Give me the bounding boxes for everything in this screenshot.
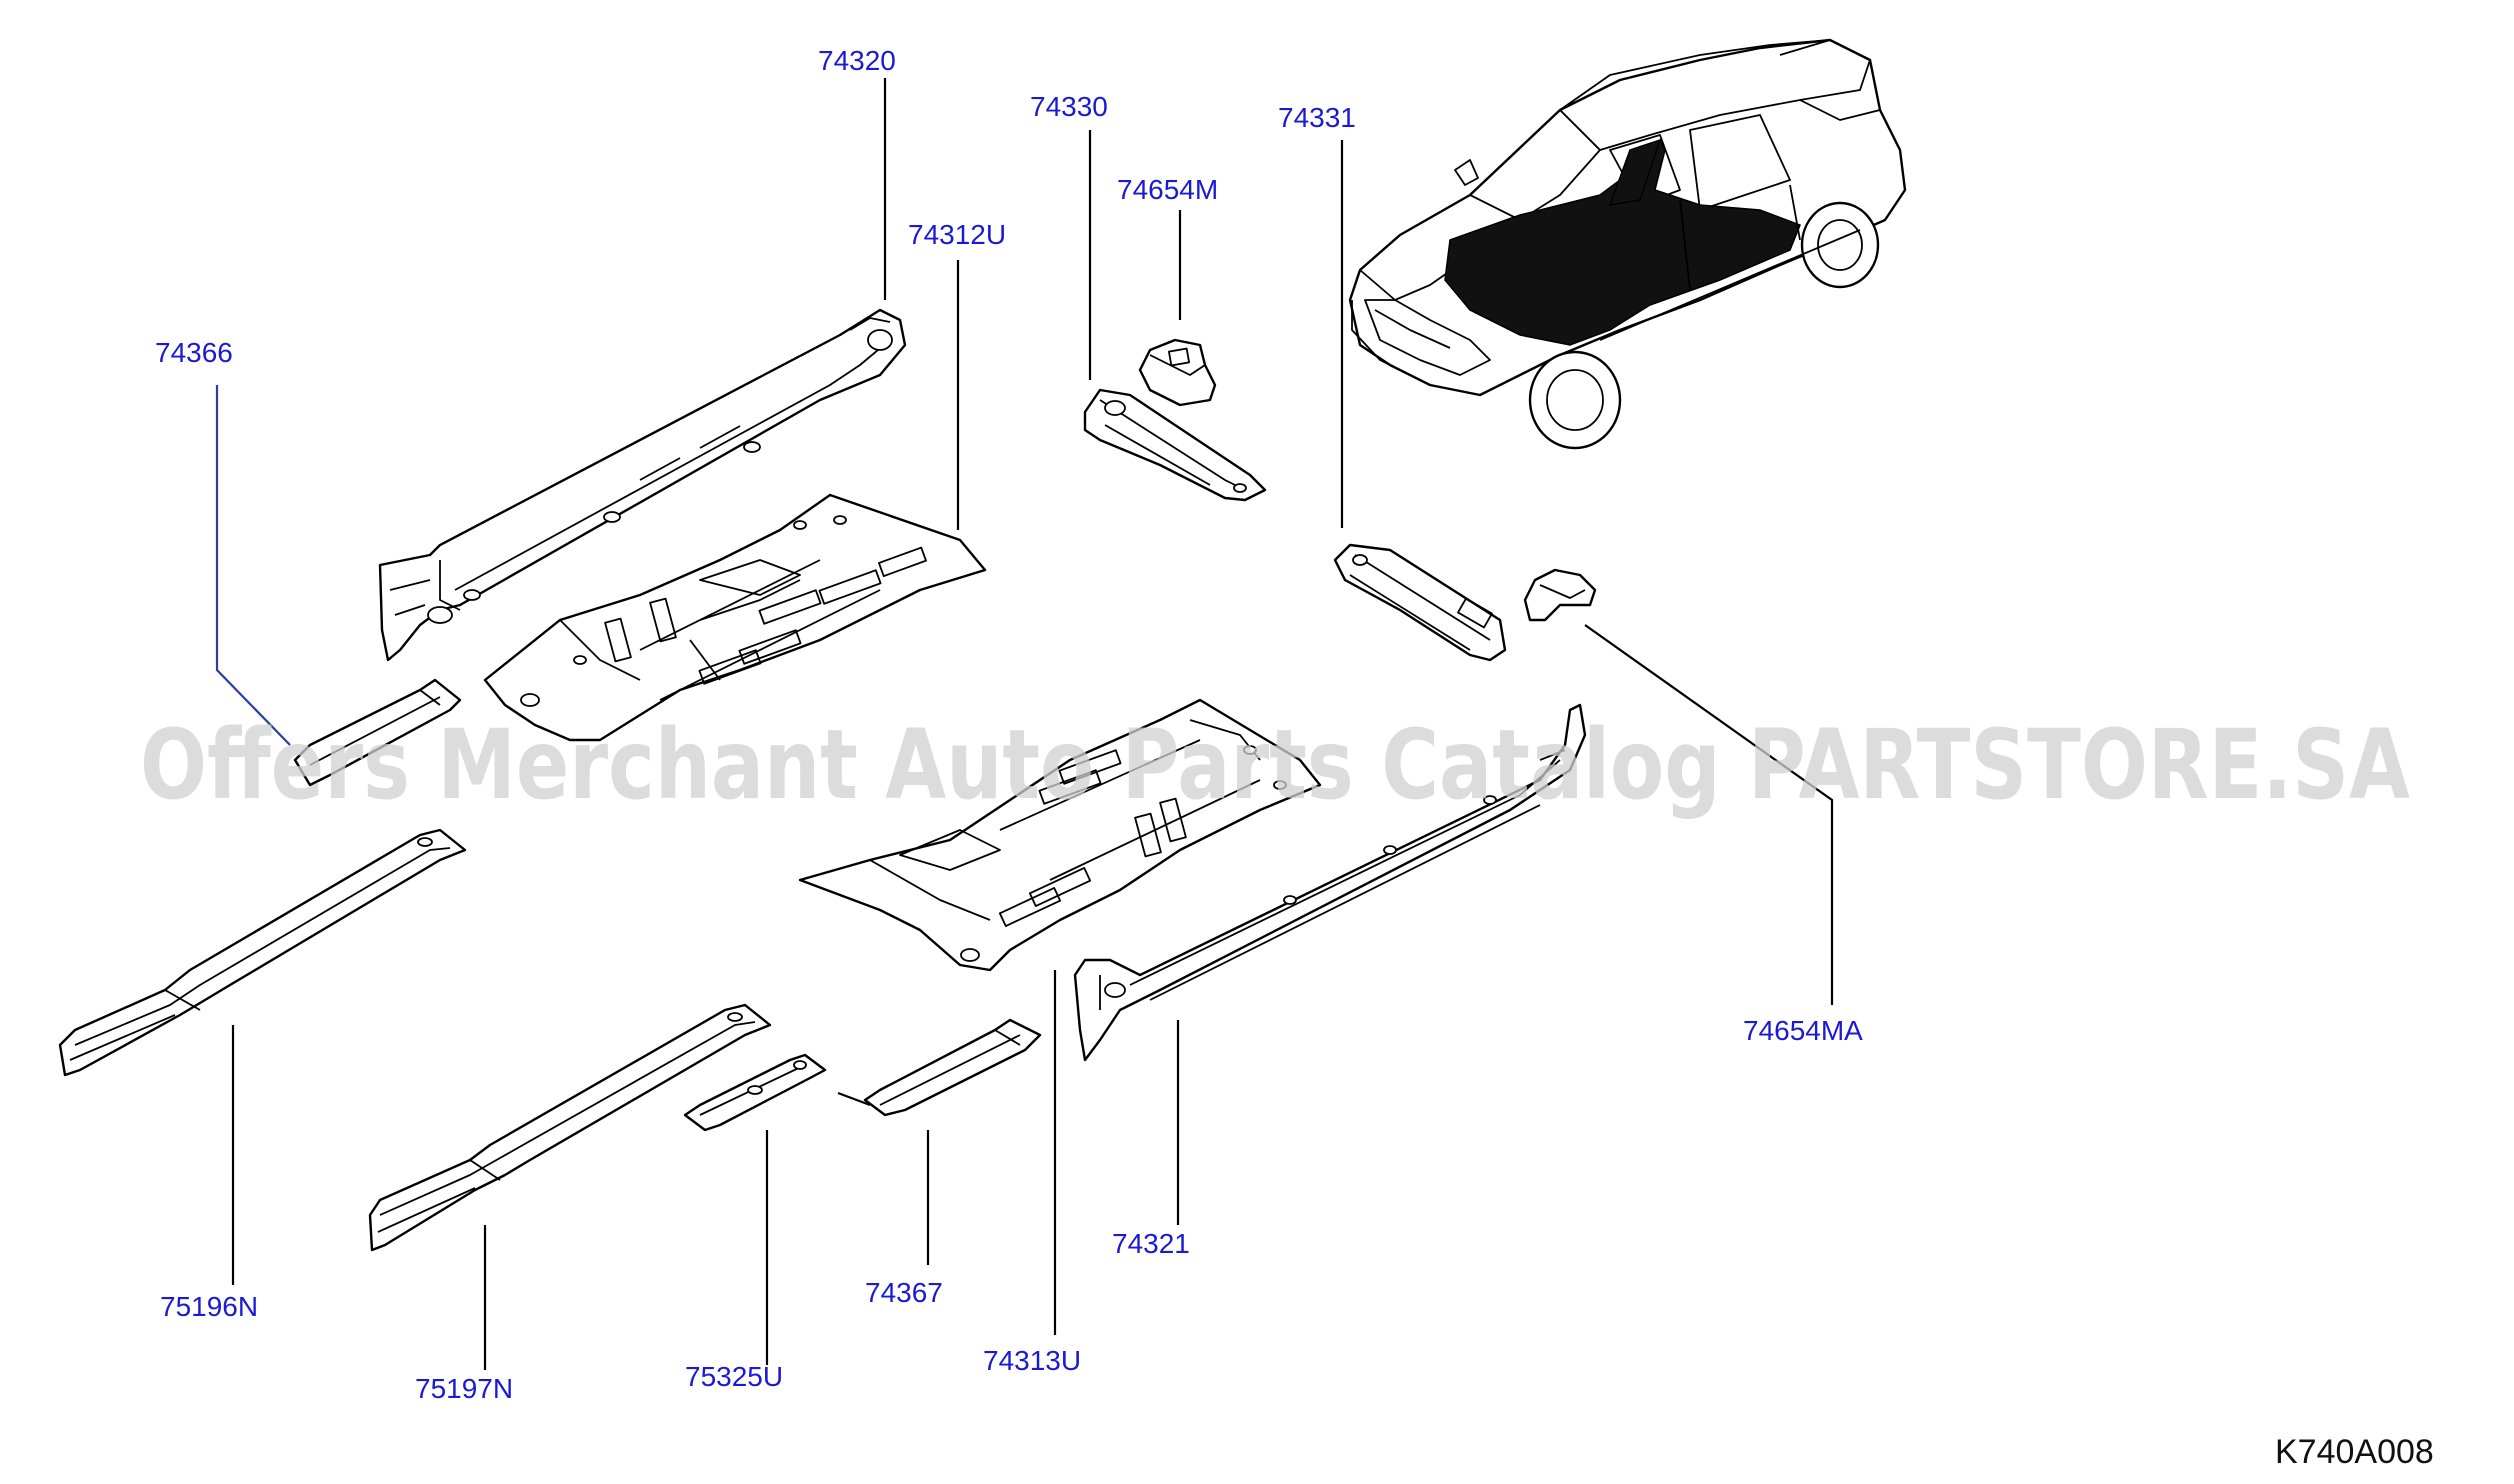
label-74366[interactable]: 74366 — [155, 337, 233, 368]
label-74330[interactable]: 74330 — [1030, 91, 1108, 122]
label-74320[interactable]: 74320 — [818, 45, 896, 76]
label-75196N[interactable]: 75196N — [160, 1291, 258, 1322]
label-74331[interactable]: 74331 — [1278, 102, 1356, 133]
part-74330-crossmember — [1083, 388, 1267, 502]
label-74312U[interactable]: 74312U — [908, 219, 1006, 250]
part-74654MA-bracket — [1523, 568, 1597, 622]
label-74313U[interactable]: 74313U — [983, 1345, 1081, 1376]
part-74312U-floor-front — [483, 493, 987, 742]
part-74331-crossmember — [1333, 543, 1507, 662]
label-75325U[interactable]: 75325U — [685, 1361, 783, 1392]
leader-lines — [215, 78, 1834, 1370]
label-74654M[interactable]: 74654M — [1117, 174, 1218, 205]
part-75197N-rail — [368, 1003, 772, 1252]
part-74321-sill-right — [1073, 703, 1587, 1062]
part-74320-sill-left — [378, 308, 907, 662]
diagram-code: K740A008 — [2275, 1433, 2434, 1471]
part-74367-reinforcement — [863, 1018, 1042, 1117]
label-74367[interactable]: 74367 — [865, 1277, 943, 1308]
part-75325U-bracket — [683, 1053, 827, 1132]
part-74313U-floor-rear — [798, 698, 1322, 972]
part-labels: 74320 74330 74331 74654M 74312U 74366 74… — [155, 45, 1863, 1404]
part-74366-reinforcement — [293, 678, 462, 787]
watermark-text: Offers Merchant Auto Parts Catalog PARTS… — [140, 709, 2410, 821]
part-74654M-bracket — [1138, 338, 1217, 407]
label-74654MA[interactable]: 74654MA — [1743, 1015, 1863, 1046]
part-75196N-rail — [58, 828, 467, 1077]
car-illustration — [1348, 38, 1907, 450]
label-74321[interactable]: 74321 — [1112, 1228, 1190, 1259]
label-75197N[interactable]: 75197N — [415, 1373, 513, 1404]
